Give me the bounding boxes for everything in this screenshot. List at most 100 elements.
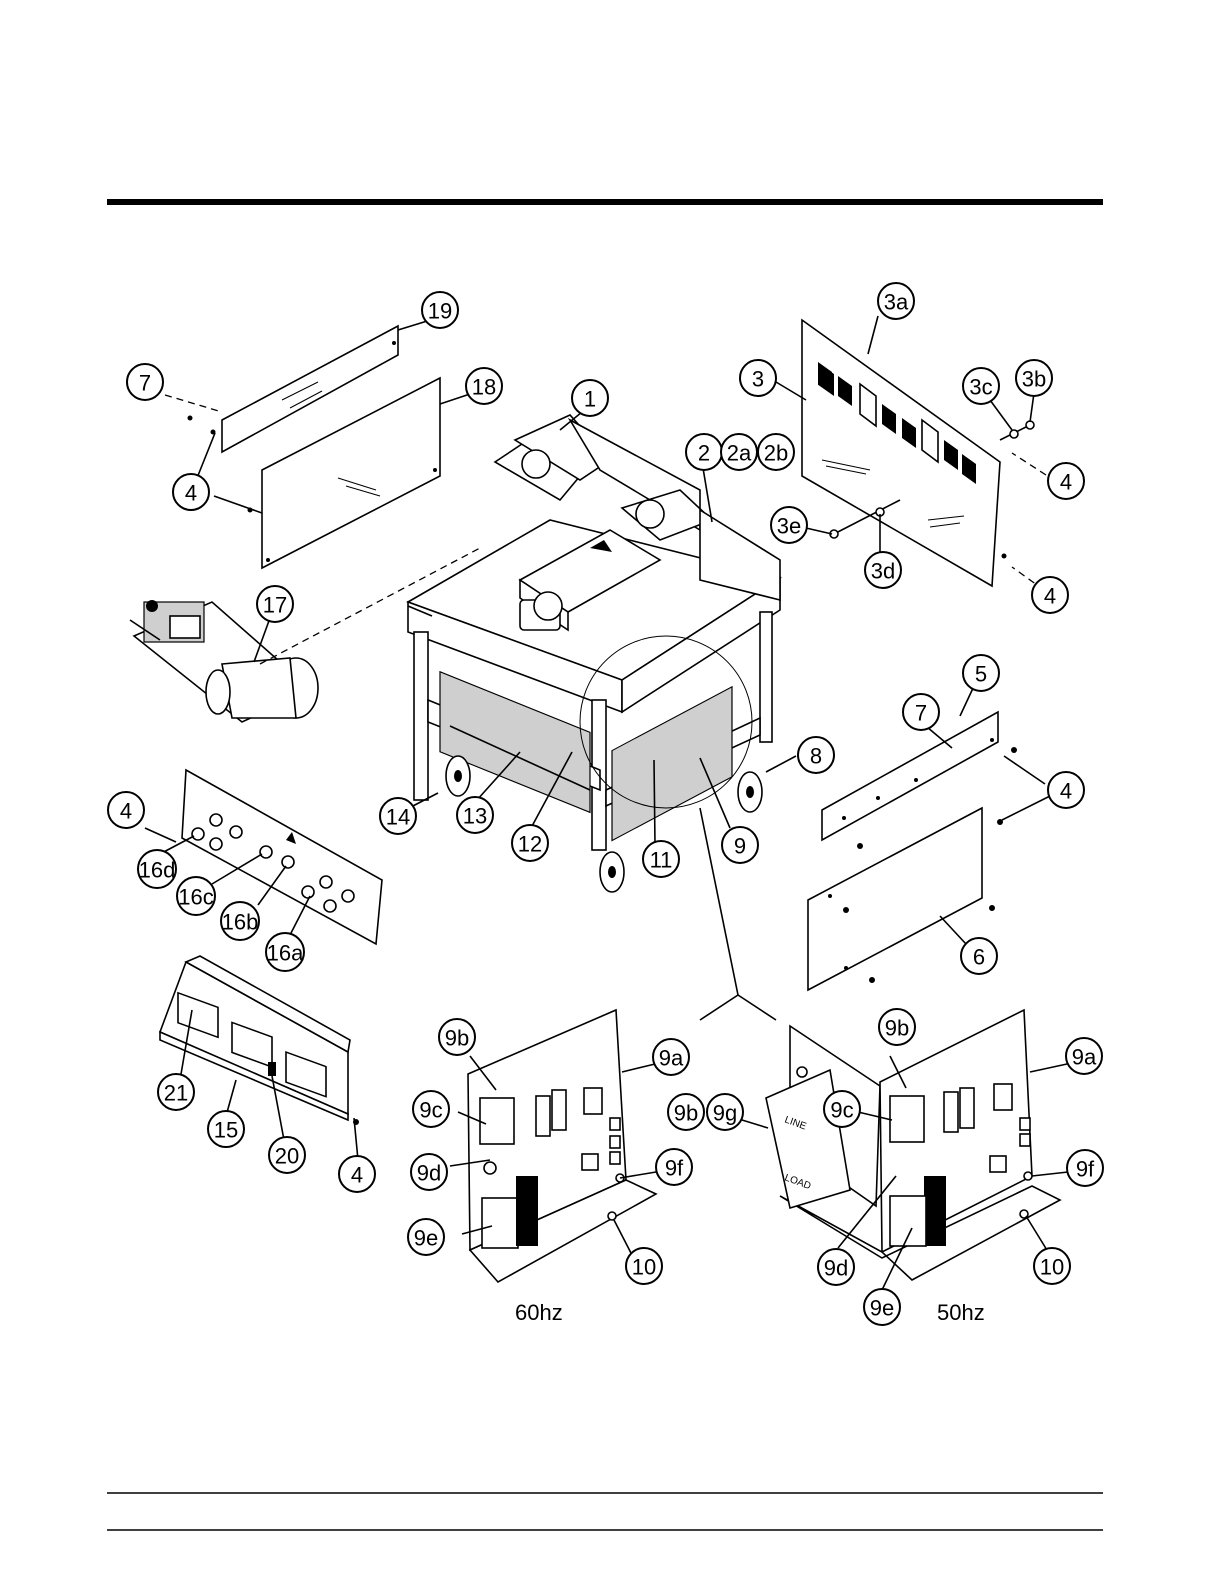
callout-2a: 2a	[721, 434, 757, 470]
callout-3c: 3c	[963, 368, 999, 404]
callout-16d: 16d	[138, 850, 176, 888]
callout-label: 3a	[884, 290, 909, 315]
callout-label: 16a	[267, 941, 304, 966]
callout-9g: 9g	[707, 1094, 743, 1130]
callout-3e: 3e	[771, 507, 807, 543]
variant-label-50hz: 50hz	[937, 1300, 985, 1325]
callout-label: 7	[139, 371, 151, 396]
callout-label: 9b	[885, 1016, 909, 1041]
callout-9f-l: 9f	[656, 1149, 692, 1185]
callout-3b: 3b	[1016, 360, 1052, 396]
callout-label: 3	[752, 367, 764, 392]
callout-18: 18	[466, 368, 502, 404]
callout-label: 10	[632, 1255, 656, 1280]
callout-6: 6	[961, 938, 997, 974]
callout-11: 11	[643, 841, 679, 877]
callout-label: 9b	[674, 1101, 698, 1126]
callout-label: 3b	[1022, 367, 1046, 392]
callout-16b: 16b	[221, 902, 259, 940]
callout-16a: 16a	[266, 933, 304, 971]
callout-9d-l: 9d	[411, 1154, 447, 1190]
callout-label: 12	[518, 832, 542, 857]
callout-label: 11	[650, 848, 673, 873]
callout-9b-l: 9b	[439, 1019, 475, 1055]
callout-9b-r: 9b	[879, 1009, 915, 1045]
callout-label: 16d	[139, 858, 176, 883]
variant-label-60hz: 60hz	[515, 1300, 563, 1325]
board-50hz: LINE LOAD	[766, 1010, 1060, 1280]
callout-9e-r: 9e	[864, 1289, 900, 1325]
callout-2b: 2b	[758, 434, 794, 470]
callout-9e-l: 9e	[408, 1219, 444, 1255]
callout-9c-l: 9c	[413, 1091, 449, 1127]
callout-3d: 3d	[865, 552, 901, 588]
callout-20: 20	[269, 1137, 305, 1173]
callout-7a: 7	[127, 364, 163, 400]
callout-label: 16b	[222, 910, 259, 935]
callout-label: 4	[1060, 779, 1072, 804]
callout-4a: 4	[173, 474, 209, 510]
connector-panel-16	[182, 770, 382, 944]
callout-label: 3d	[871, 559, 895, 584]
callout-9a-r: 9a	[1066, 1038, 1102, 1074]
callout-9: 9	[722, 827, 758, 863]
rear-panel-3	[802, 320, 1034, 586]
callout-17: 17	[257, 586, 293, 622]
callout-label: 9a	[659, 1046, 684, 1071]
callout-label: 9d	[417, 1161, 441, 1186]
callout-10-r: 10	[1034, 1248, 1070, 1284]
callout-label: 4	[351, 1163, 363, 1188]
callout-15: 15	[208, 1111, 244, 1147]
callout-label: 2	[698, 441, 710, 466]
callout-label: 4	[120, 799, 132, 824]
callout-label: 7	[915, 701, 927, 726]
callout-2: 2	[686, 434, 722, 470]
callout-label: 21	[164, 1081, 188, 1106]
callout-4d: 4	[1048, 772, 1084, 808]
callout-4c: 4	[1032, 577, 1068, 613]
callout-label: 9c	[830, 1098, 853, 1123]
callout-label: 10	[1040, 1255, 1064, 1280]
callout-3: 3	[740, 360, 776, 396]
callout-4b: 4	[1048, 463, 1084, 499]
callout-9a-l: 9a	[653, 1039, 689, 1075]
callout-3a: 3a	[878, 283, 914, 319]
callout-label: 4	[1044, 584, 1056, 609]
callout-label: 17	[263, 593, 287, 618]
callout-16c: 16c	[177, 877, 215, 915]
callout-label: 9	[734, 834, 746, 859]
callout-label: 19	[428, 299, 452, 324]
callout-label: 2b	[764, 441, 788, 466]
callout-label: 1	[584, 387, 596, 412]
callout-label: 15	[214, 1118, 238, 1143]
callout-label: 9d	[824, 1256, 848, 1281]
callout-label: 4	[1060, 470, 1072, 495]
callout-14: 14	[380, 798, 416, 834]
callout-label: 3c	[969, 375, 992, 400]
callout-label: 9a	[1072, 1045, 1097, 1070]
callout-label: 5	[975, 662, 987, 687]
callout-label: 13	[463, 804, 487, 829]
callout-9d-r: 9d	[818, 1249, 854, 1285]
callout-9b-m: 9b	[668, 1094, 704, 1130]
callout-10-l: 10	[626, 1248, 662, 1284]
callout-19: 19	[422, 292, 458, 328]
side-panel-6	[808, 808, 982, 990]
callout-8: 8	[798, 737, 834, 773]
header-rule	[107, 199, 1103, 205]
callout-label: 20	[275, 1144, 299, 1169]
callout-label: 4	[185, 481, 197, 506]
callout-4e: 4	[108, 792, 144, 828]
callout-label: 14	[386, 805, 410, 830]
callout-label: 3e	[777, 514, 801, 539]
callout-21: 21	[158, 1074, 194, 1110]
pump-assembly-17	[130, 600, 318, 722]
callout-label: 9e	[870, 1296, 894, 1321]
callout-label: 9c	[419, 1098, 442, 1123]
callout-label: 8	[810, 744, 822, 769]
callout-label: 6	[973, 945, 985, 970]
callout-label: 9f	[665, 1156, 684, 1181]
leader-7a	[165, 395, 222, 412]
callout-label: 9e	[414, 1226, 438, 1251]
